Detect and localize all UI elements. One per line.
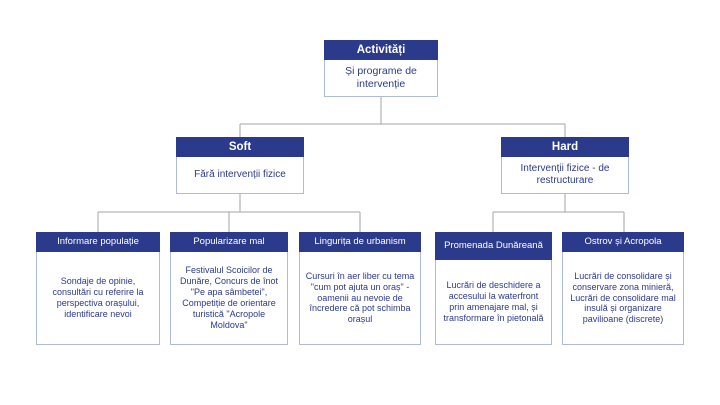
node-popularizare-mal[interactable]: Popularizare mal Festivalul Scoicilor de…	[170, 232, 288, 345]
node-promenada-dunareana[interactable]: Promenada Dunăreană Lucrări de deschider…	[435, 232, 552, 345]
node-ostrov-si-acropola-body: Lucrări de consolidare și conservare zon…	[562, 252, 684, 345]
node-soft-body: Fără intervenții fizice	[176, 157, 304, 194]
node-lingurita-de-urbanism-header: Lingurița de urbanism	[299, 232, 421, 252]
node-informare-populatie-header: Informare populație	[36, 232, 160, 252]
node-informare-populatie-body: Sondaje de opinie, consultări cu referir…	[36, 252, 160, 345]
node-lingurita-de-urbanism[interactable]: Lingurița de urbanism Cursuri în aer lib…	[299, 232, 421, 345]
node-popularizare-mal-header: Popularizare mal	[170, 232, 288, 252]
node-activitati[interactable]: Activități Și programe de intervenție	[324, 40, 438, 97]
node-hard[interactable]: Hard Intervenții fizice - de restructura…	[501, 137, 629, 194]
node-soft[interactable]: Soft Fără intervenții fizice	[176, 137, 304, 194]
node-promenada-dunareana-header: Promenada Dunăreană	[435, 232, 552, 260]
node-hard-header: Hard	[501, 137, 629, 157]
node-activitati-body: Și programe de intervenție	[324, 60, 438, 97]
node-popularizare-mal-body: Festivalul Scoicilor de Dunăre, Concurs …	[170, 252, 288, 345]
node-informare-populatie[interactable]: Informare populație Sondaje de opinie, c…	[36, 232, 160, 345]
node-lingurita-de-urbanism-body: Cursuri în aer liber cu tema "cum pot aj…	[299, 252, 421, 345]
node-promenada-dunareana-body: Lucrări de deschidere a accesului la wat…	[435, 260, 552, 345]
node-soft-header: Soft	[176, 137, 304, 157]
node-activitati-header: Activități	[324, 40, 438, 60]
node-ostrov-si-acropola-header: Ostrov și Acropola	[562, 232, 684, 252]
node-hard-body: Intervenții fizice - de restructurare	[501, 157, 629, 194]
node-ostrov-si-acropola[interactable]: Ostrov și Acropola Lucrări de consolidar…	[562, 232, 684, 345]
